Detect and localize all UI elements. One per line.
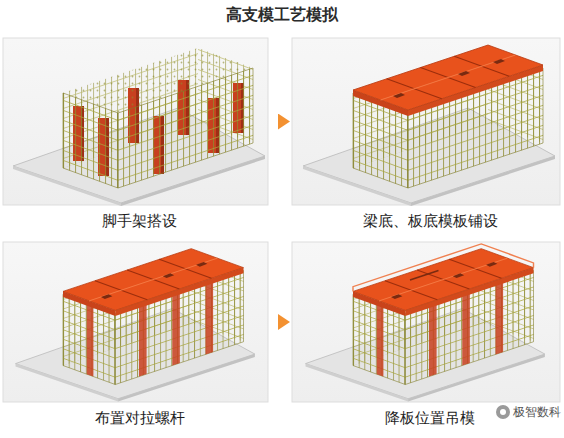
process-panel: 降板位置吊模: [292, 242, 564, 427]
scaffold-top: [63, 48, 253, 113]
slab-formwork: [63, 249, 244, 316]
slab-formwork: [353, 249, 534, 316]
watermark: 极智数科: [513, 405, 561, 419]
formwork-model: [303, 45, 555, 206]
diagram-title: 高支模工艺模拟: [0, 5, 564, 25]
panel-frame: [3, 38, 276, 205]
panel-background: [292, 242, 560, 402]
process-panel: 脚手架搭设: [3, 38, 276, 230]
watermark-icon: [496, 405, 510, 419]
step-caption: 梁底、板底模板铺设: [292, 212, 564, 230]
watermark-icon: [500, 409, 506, 415]
process-panel: 布置对拉螺杆: [3, 242, 276, 427]
step-caption: 脚手架搭设: [3, 212, 276, 230]
tie-rod-model: [16, 249, 255, 402]
panel-background: [3, 242, 268, 402]
panel-background: [3, 38, 268, 205]
panel-frame: [292, 38, 564, 205]
panel-frame: [3, 242, 276, 402]
scaffold-model: [13, 48, 265, 206]
process-panel: 梁底、板底模板铺设: [292, 38, 564, 230]
slab-formwork: [353, 45, 543, 116]
panel-frame: [292, 242, 564, 402]
step-caption: 布置对拉螺杆: [3, 409, 276, 427]
panel-background: [292, 38, 560, 205]
hanging-form: [353, 244, 534, 292]
hanging-form-model: [306, 244, 545, 402]
